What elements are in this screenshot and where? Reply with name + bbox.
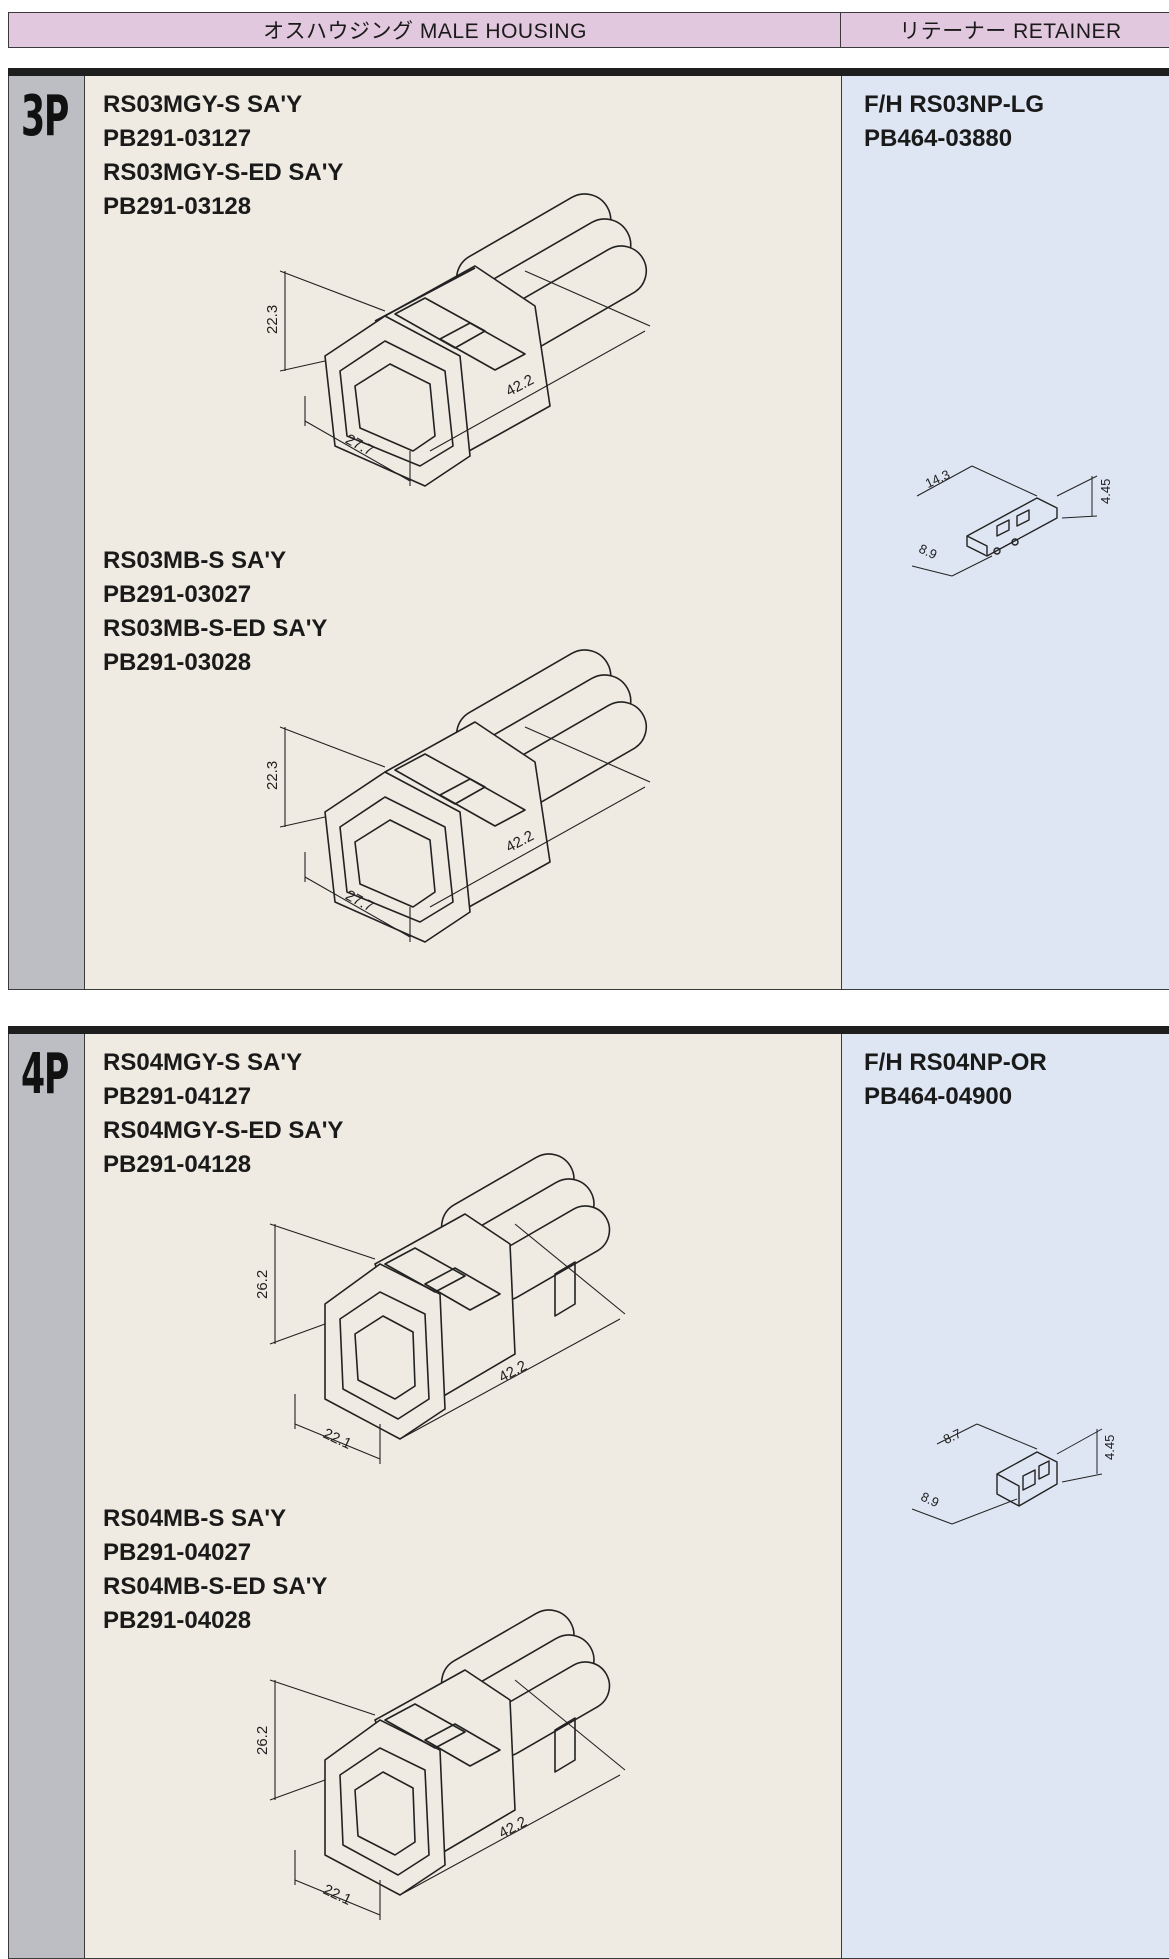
part-name: RS03MB-S SA'Y <box>103 547 287 574</box>
housing-drawing: 26.2 22.1 42.2 <box>254 1609 626 1920</box>
dim-length: 14.3 <box>923 467 952 491</box>
pin-count-3p: 3P <box>8 76 84 990</box>
housing-drawing: 22.3 27.7 42.2 <box>264 649 651 943</box>
pin-count-label: 3P <box>21 84 69 149</box>
part-name: RS03MGY-S SA'Y <box>103 91 303 118</box>
housing-drawing: 22.3 27.7 42.2 <box>264 193 651 487</box>
dim-depth: 8.9 <box>919 1489 942 1510</box>
part-name: RS04MGY-S-ED SA'Y <box>103 1117 344 1144</box>
part-name: RS04MB-S SA'Y <box>103 1505 287 1532</box>
part-name: RS04MGY-S SA'Y <box>103 1049 303 1076</box>
part-numbers: RS03MB-S SA'Y PB291-03027 RS03MB-S-ED SA… <box>103 544 327 680</box>
dim-depth: 8.9 <box>917 541 940 562</box>
retainer-part-numbers: F/H RS04NP-OR PB464-04900 <box>864 1046 1047 1114</box>
part-code: PB291-04027 <box>103 1539 252 1566</box>
part-numbers: RS03MGY-S SA'Y PB291-03127 RS03MGY-S-ED … <box>103 88 343 224</box>
pin-count-label: 4P <box>21 1042 69 1107</box>
dim-height: 26.2 <box>254 1726 271 1755</box>
housing-cell: RS03MGY-S SA'Y PB291-03127 RS03MGY-S-ED … <box>85 76 841 533</box>
male-housing-column: RS04MGY-S SA'Y PB291-04127 RS04MGY-S-ED … <box>84 1034 842 1959</box>
retainer-name: F/H RS03NP-LG <box>864 91 1045 118</box>
housing-cell: RS04MB-S SA'Y PB291-04027 RS04MB-S-ED SA… <box>85 1490 841 1958</box>
part-code: PB291-03128 <box>103 193 252 220</box>
part-code: PB291-04028 <box>103 1607 252 1634</box>
retainer-drawing: 14.3 8.9 4.45 <box>911 465 1113 577</box>
section-3p: 3P RS03MGY-S SA'Y PB291-03127 RS03MGY-S-… <box>8 76 1169 990</box>
retainer-column: F/H RS04NP-OR PB464-04900 8.7 8.9 4.45 <box>842 1034 1169 1959</box>
part-name: RS03MB-S-ED SA'Y <box>103 615 328 642</box>
dim-height: 26.2 <box>254 1270 271 1299</box>
section-4p: 4P RS04MGY-S SA'Y PB291-04127 RS04MGY-S-… <box>8 1034 1169 1959</box>
dim-height: 22.3 <box>264 761 281 790</box>
housing-cell: RS04MGY-S SA'Y PB291-04127 RS04MGY-S-ED … <box>85 1034 841 1491</box>
male-housing-header: オスハウジング MALE HOUSING <box>8 12 842 48</box>
dim-height: 22.3 <box>264 305 281 334</box>
part-numbers: RS04MGY-S SA'Y PB291-04127 RS04MGY-S-ED … <box>103 1046 343 1182</box>
part-name: RS03MGY-S-ED SA'Y <box>103 159 344 186</box>
part-code: PB291-03027 <box>103 581 252 608</box>
retainer-part-numbers: F/H RS03NP-LG PB464-03880 <box>864 88 1044 156</box>
dim-width: 22.1 <box>320 1881 354 1909</box>
retainer-code: PB464-03880 <box>864 125 1013 152</box>
part-code: PB291-04127 <box>103 1083 252 1110</box>
retainer-column: F/H RS03NP-LG PB464-03880 14.3 <box>842 76 1169 990</box>
dim-width: 22.1 <box>320 1425 354 1453</box>
dim-height: 4.45 <box>1102 1435 1117 1460</box>
retainer-name: F/H RS04NP-OR <box>864 1049 1047 1076</box>
retainer-code: PB464-04900 <box>864 1083 1013 1110</box>
dim-length: 8.7 <box>941 1426 964 1447</box>
section-3p-bar <box>8 68 1169 76</box>
housing-drawing: 26.2 22.1 42.2 <box>254 1153 626 1464</box>
part-code: PB291-03127 <box>103 125 252 152</box>
retainer-header: リテーナー RETAINER <box>840 12 1169 48</box>
part-code: PB291-04128 <box>103 1151 252 1178</box>
section-4p-bar <box>8 1026 1169 1034</box>
pin-count-4p: 4P <box>8 1034 84 1959</box>
dim-height: 4.45 <box>1098 479 1113 504</box>
male-housing-column: RS03MGY-S SA'Y PB291-03127 RS03MGY-S-ED … <box>84 76 842 990</box>
part-numbers: RS04MB-S SA'Y PB291-04027 RS04MB-S-ED SA… <box>103 1502 327 1638</box>
part-name: RS04MB-S-ED SA'Y <box>103 1573 328 1600</box>
retainer-drawing: 8.7 8.9 4.45 <box>911 1423 1117 1525</box>
part-code: PB291-03028 <box>103 649 252 676</box>
housing-cell: RS03MB-S SA'Y PB291-03027 RS03MB-S-ED SA… <box>85 532 841 989</box>
